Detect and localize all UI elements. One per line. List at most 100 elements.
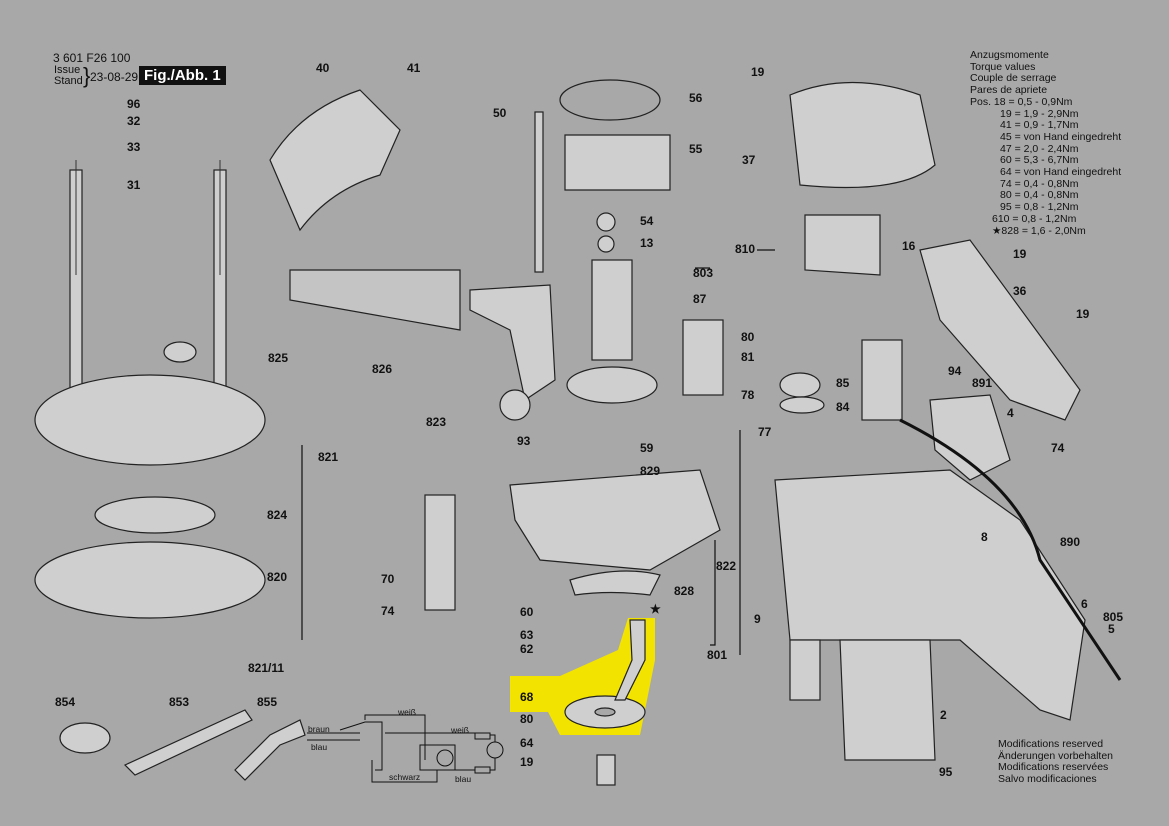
part-label: 60 — [520, 605, 534, 619]
part-label: 19 — [1076, 307, 1090, 321]
part-label: 823 — [426, 415, 447, 429]
part-label: 80 — [520, 712, 534, 726]
part-label: 820 — [267, 570, 288, 584]
part-label: 80 — [741, 330, 755, 344]
part-label: 19 — [520, 755, 534, 769]
part-label: 810 — [735, 242, 756, 256]
part-label: 19 — [751, 65, 765, 79]
torque-row: 60 = 5,3 - 6,7Nm — [1000, 154, 1079, 167]
issue-label: Issue — [54, 64, 81, 76]
torque-title-en: Torque values — [970, 60, 1036, 73]
torque-row: 80 = 0,4 - 0,8Nm — [1000, 189, 1079, 202]
part-label: 4 — [1007, 406, 1014, 420]
part-label: 6 — [1081, 597, 1088, 611]
torque-row: 47 = 2,0 - 2,4Nm — [1000, 142, 1079, 155]
torque-row: ★828 = 1,6 - 2,0Nm — [992, 224, 1086, 237]
part-label: 37 — [742, 153, 756, 167]
part-label: 8 — [981, 530, 988, 544]
torque-values: Anzugsmomente Torque values Couple de se… — [970, 49, 1122, 237]
star-marker: ★ — [650, 602, 661, 616]
part-label: 824 — [267, 508, 288, 522]
part-label: 805 — [1103, 610, 1124, 624]
mod-fr: Modifications reservées — [998, 761, 1109, 773]
part-label: 96 — [127, 97, 141, 111]
part-label: 5 — [1108, 622, 1115, 636]
part-label: 93 — [517, 434, 531, 448]
part-label: 2 — [940, 708, 947, 722]
part-label: 78 — [741, 388, 755, 402]
modifications-note: Modifications reserved Änderungen vorbeh… — [998, 738, 1114, 785]
part-label: 63 — [520, 628, 534, 642]
part-label: 85 — [836, 376, 850, 390]
base-ring — [94, 496, 216, 534]
part-label: 890 — [1060, 535, 1081, 549]
part-label: 55 — [689, 142, 703, 156]
torque-row: 64 = von Hand eingedreht — [1000, 166, 1122, 179]
part-label: 64 — [520, 736, 534, 750]
part-label: 821 — [318, 450, 339, 464]
wire-brown: braun — [308, 724, 330, 734]
part-label: 40 — [316, 61, 330, 75]
issue-stand-label: Issue Stand — [54, 65, 83, 87]
part-label: 803 — [693, 266, 714, 280]
torque-title-fr: Couple de serrage — [970, 72, 1057, 85]
wire-blue-out: blau — [455, 774, 472, 784]
torque-row: 45 = von Hand eingedreht — [1000, 130, 1122, 143]
base-plate — [34, 374, 266, 466]
part-label: 855 — [257, 695, 278, 709]
wire-white-right: weiß — [451, 725, 469, 735]
stand-label: Stand — [54, 75, 83, 87]
part-label: 74 — [381, 604, 395, 618]
torque-row: 74 = 0,4 - 0,8Nm — [1000, 177, 1079, 190]
part-label: 16 — [902, 239, 916, 253]
part-label: 68 — [520, 690, 534, 704]
mod-es: Salvo modificaciones — [998, 772, 1097, 785]
part-label: 56 — [689, 91, 703, 105]
part-label: 828 — [674, 584, 695, 598]
wire-blue-in: blau — [311, 742, 328, 752]
part-label: 50 — [493, 106, 507, 120]
wire-black: schwarz — [389, 772, 421, 782]
mod-en: Modifications reserved — [998, 738, 1104, 750]
wire-white-top: weiß — [398, 707, 416, 717]
part-label: 9 — [754, 612, 761, 626]
torque-row: Pos. 18 = 0,5 - 0,9Nm — [970, 95, 1073, 108]
part-label: 87 — [693, 292, 707, 306]
part-label: 81 — [741, 350, 755, 364]
part-label: 31 — [127, 178, 141, 192]
part-label: 822 — [716, 559, 737, 573]
part-label: 54 — [640, 214, 654, 228]
torque-row: 610 = 0,8 - 1,2Nm — [992, 212, 1077, 225]
part-label: 32 — [127, 114, 141, 128]
part-label: 70 — [381, 572, 395, 586]
torque-title-de: Anzugsmomente — [970, 49, 1049, 61]
part-label: 19 — [1013, 247, 1027, 261]
part-label: 801 — [707, 648, 728, 662]
torque-row: 95 = 0,8 - 1,2Nm — [1000, 201, 1079, 214]
part-label: 829 — [640, 464, 661, 478]
part-label: 95 — [939, 765, 953, 779]
part-label: 821/11 — [248, 661, 285, 675]
part-label: 826 — [372, 362, 393, 376]
part-label: 84 — [836, 400, 850, 414]
part-label: 825 — [268, 351, 289, 365]
figure-label: Fig./Abb. 1 — [139, 66, 226, 85]
part-label: 891 — [972, 376, 993, 390]
brace: } — [83, 63, 91, 88]
part-label: 59 — [640, 441, 654, 455]
part-label: 94 — [948, 364, 962, 378]
issue-date: 23-08-29 — [90, 70, 139, 84]
sub-base — [34, 541, 266, 619]
part-label: 853 — [169, 695, 190, 709]
part-label: 36 — [1013, 284, 1027, 298]
wiring-diagram — [307, 714, 504, 783]
part-label: 33 — [127, 140, 141, 154]
torque-row: 19 = 1,9 - 2,9Nm — [1000, 107, 1079, 120]
part-number: 3 601 F26 100 — [53, 51, 131, 65]
mod-de: Änderungen vorbehalten — [998, 749, 1114, 762]
part-label: 77 — [758, 425, 772, 439]
torque-row: 41 = 0,9 - 1,7Nm — [1000, 119, 1079, 132]
torque-title-es: Pares de apriete — [970, 84, 1048, 97]
part-label: 74 — [1051, 441, 1065, 455]
